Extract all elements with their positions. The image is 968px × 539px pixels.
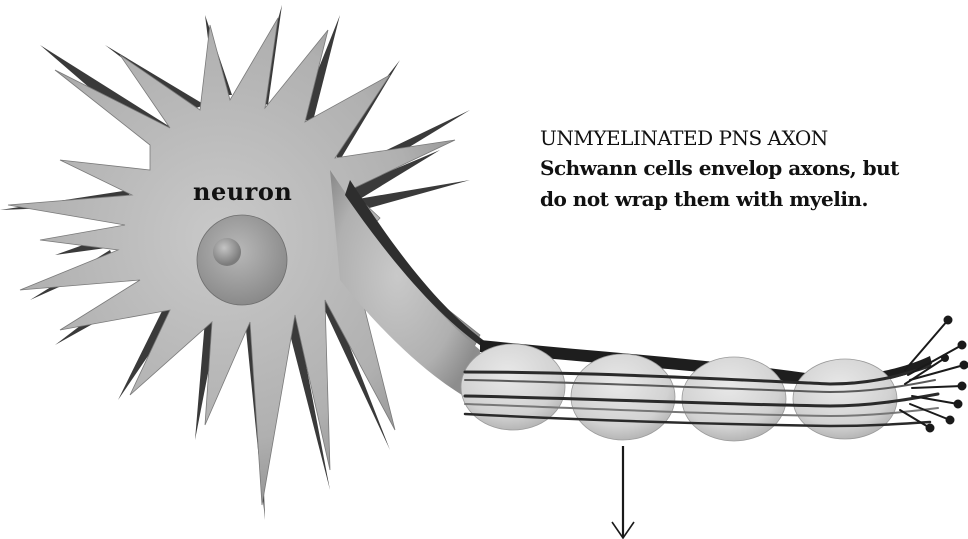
- neuron-label: neuron: [193, 177, 292, 206]
- caption-title: UNMYELINATED PNS AXON: [540, 124, 965, 153]
- nucleus: [197, 215, 287, 305]
- schwann-cell: [682, 357, 786, 441]
- nucleolus: [213, 238, 241, 266]
- caption-block: UNMYELINATED PNS AXON Schwann cells enve…: [540, 124, 965, 215]
- schwann-cell: [571, 354, 675, 440]
- caption-line: Schwann cells envelop axons, but: [540, 153, 965, 184]
- caption-line: do not wrap them with myelin.: [540, 184, 965, 215]
- axon-terminals: [900, 317, 968, 432]
